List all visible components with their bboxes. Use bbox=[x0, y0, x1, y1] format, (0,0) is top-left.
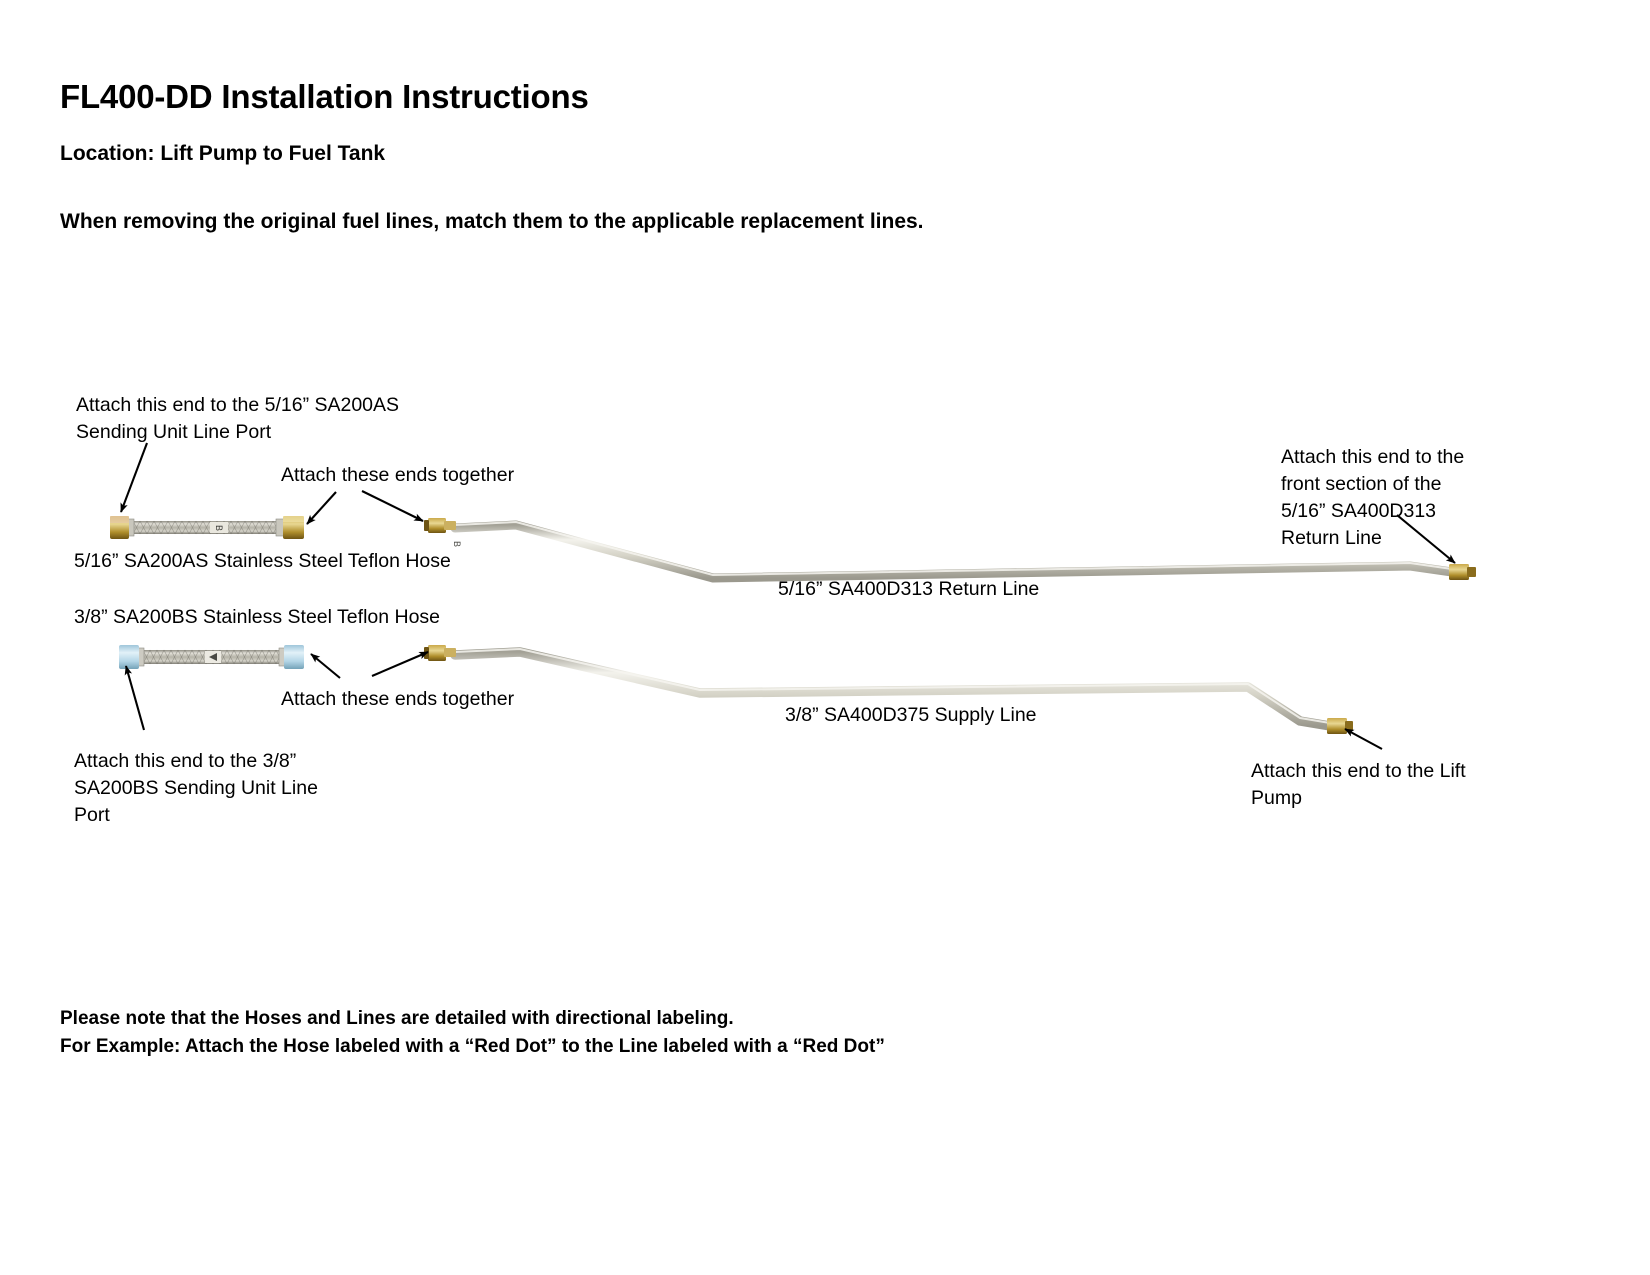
arrow-to-lift-pump-end bbox=[1344, 728, 1383, 750]
hose-sa200as: B bbox=[110, 516, 304, 539]
arrow-lower-ends-to-supply-line bbox=[371, 651, 429, 677]
page-title: FL400-DD Installation Instructions bbox=[60, 78, 589, 115]
callout-sa200as-sending-unit: Attach this end to the 5/16” SA200AS Sen… bbox=[76, 394, 400, 443]
arrow-lower-ends-to-hose bbox=[310, 653, 341, 679]
callout-lift-pump: Attach this end to the Lift Pump bbox=[1251, 760, 1466, 809]
arrow-to-sa200as-left-end bbox=[120, 442, 148, 513]
label-hose-sa200as: 5/16” SA200AS Stainless Steel Teflon Hos… bbox=[74, 550, 451, 572]
supply-line-left-fitting bbox=[424, 645, 456, 661]
callout-attach-ends-upper: Attach these ends together bbox=[281, 464, 515, 486]
arrow-upper-ends-to-return-line bbox=[361, 490, 424, 522]
return-line-right-fitting bbox=[1449, 564, 1476, 580]
callout-attach-ends-lower: Attach these ends together bbox=[281, 688, 515, 710]
label-hose-sa200bs: 3/8” SA200BS Stainless Steel Teflon Hose bbox=[74, 606, 441, 628]
hose-sa200bs bbox=[119, 645, 304, 669]
footer-note-directional-labeling: Please note that the Hoses and Lines are… bbox=[60, 1008, 734, 1029]
svg-text:B: B bbox=[452, 541, 462, 547]
footer-note-red-dot-example: For Example: Attach the Hose labeled wit… bbox=[60, 1036, 885, 1057]
hose-direction-marker: B bbox=[214, 525, 224, 531]
matching-instruction: When removing the original fuel lines, m… bbox=[60, 210, 924, 233]
location-subtitle: Location: Lift Pump to Fuel Tank bbox=[60, 142, 386, 165]
label-return-line: 5/16” SA400D313 Return Line bbox=[778, 578, 1040, 600]
callout-return-line-front-section: Attach this end to the front section of … bbox=[1281, 446, 1465, 549]
arrow-to-sa200bs-left-end bbox=[124, 665, 146, 731]
callout-sa200bs-sending-unit: Attach this end to the 3/8” SA200BS Send… bbox=[74, 750, 318, 826]
supply-line-right-fitting bbox=[1327, 718, 1353, 734]
label-supply-line: 3/8” SA400D375 Supply Line bbox=[785, 704, 1037, 726]
arrow-upper-ends-to-hose bbox=[306, 491, 337, 525]
return-line-left-fitting bbox=[424, 518, 456, 533]
